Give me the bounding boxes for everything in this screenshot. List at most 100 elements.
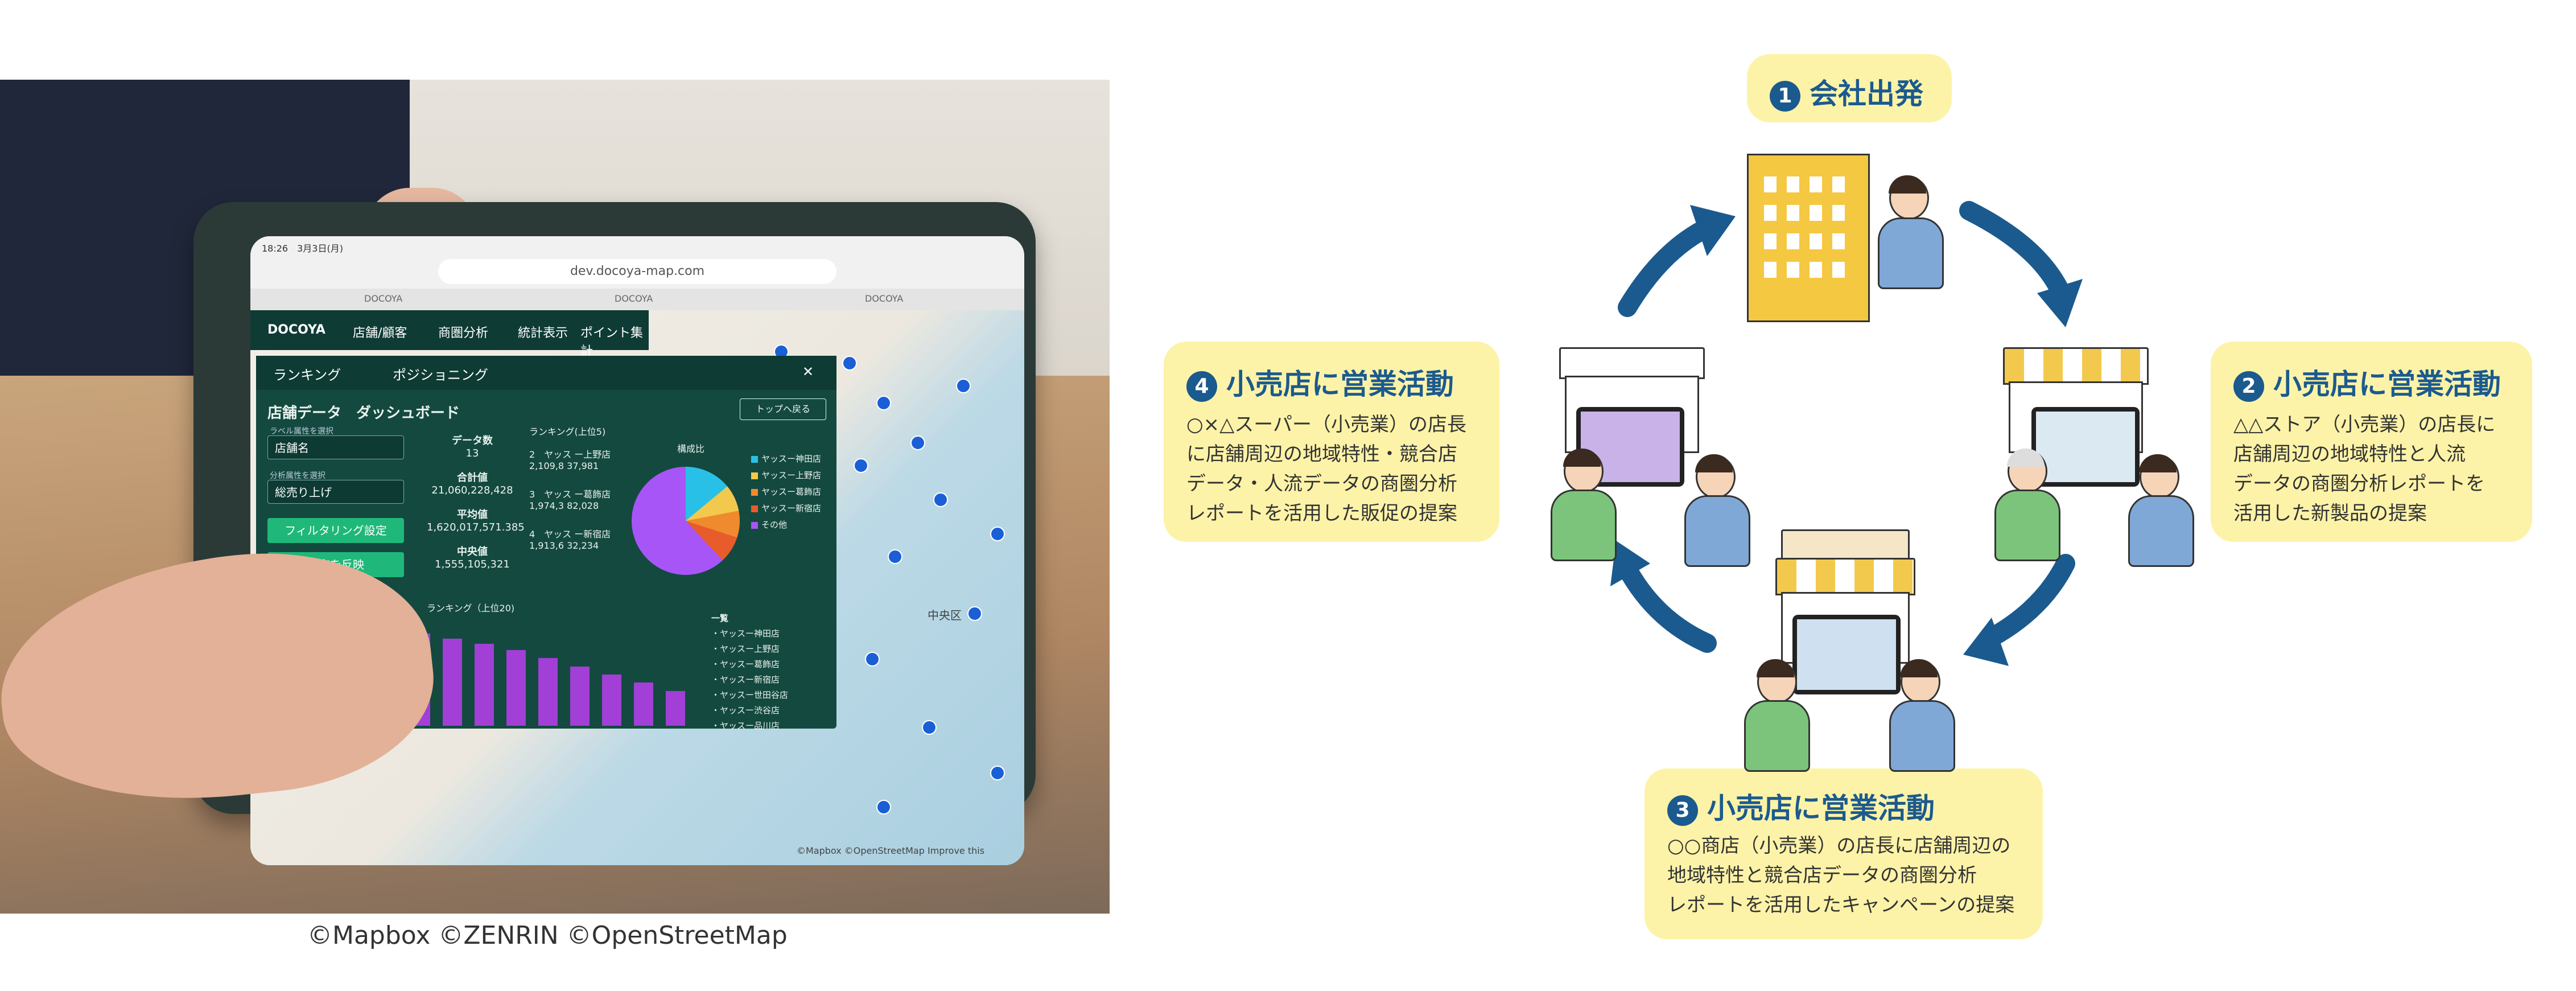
store-roof — [1559, 347, 1705, 379]
ranking-bar — [634, 682, 653, 726]
arrow-to-step4 — [1618, 560, 1717, 653]
composition-title: 構成比 — [677, 443, 705, 454]
tablet-icon — [1792, 615, 1901, 694]
legend-item: ヤッスー新宿店 — [751, 502, 836, 514]
legend-item: ヤッスー神田店 — [751, 453, 836, 464]
ranking-bar — [506, 650, 526, 726]
nav-statistics[interactable]: 統計表示 — [518, 326, 568, 340]
ranking-bar — [602, 675, 621, 726]
store2-illustration — [1992, 336, 2196, 567]
tab-positioning[interactable]: ポジショニング — [393, 367, 488, 383]
ranking-row: 2 ヤッス ー上野店 2,109,8 37,981 — [529, 449, 611, 471]
shop-manager — [1741, 659, 1810, 772]
status-time: 18:26 3月3日(月) — [262, 243, 343, 254]
tablet-screen: 18:26 3月3日(月) dev.docoya-map.com DOCOYA … — [250, 236, 1024, 865]
browser-tabs: DOCOYA DOCOYA DOCOYA — [250, 289, 1024, 310]
bar-chart-title: ランキング（上位20) — [427, 603, 515, 614]
ranking-bar — [443, 639, 462, 726]
store-roof — [1781, 529, 1910, 561]
salesman — [1872, 175, 1946, 324]
ranking-row: 3 ヤッス ー葛飾店 1,974,3 82,028 — [529, 489, 611, 511]
nav-stores[interactable]: 店舗/顧客 — [353, 326, 407, 340]
shop-manager — [1992, 449, 2060, 561]
list-item: ・ヤッスー神田店 — [711, 628, 780, 639]
store-awning — [1775, 558, 1915, 595]
back-to-top-button[interactable]: トップへ戻る — [740, 398, 826, 420]
step-number: 2 — [2233, 371, 2264, 402]
salesman — [1883, 659, 1957, 772]
step2-text: △△ストア（小売業）の店長に 店舗周辺の地域特性と人流 データの商圏分析レポート… — [2233, 413, 2496, 525]
legend-item: その他 — [751, 519, 836, 531]
store-list: 一覧 ・ヤッスー神田店 ・ヤッスー上野店 ・ヤッスー葛飾店 ・ヤッスー新宿店 ・… — [711, 612, 825, 735]
store-roof — [2003, 347, 2149, 385]
browser-tab[interactable]: DOCOYA — [615, 293, 653, 304]
label-attr-select[interactable]: 店舗名 — [267, 435, 404, 459]
salesman — [2122, 454, 2196, 567]
ranking-row: 4 ヤッス ー新宿店 1,913,6 32,234 — [529, 529, 611, 551]
salesman — [1679, 454, 1753, 567]
ranking-bar — [538, 658, 558, 726]
cycle-arrows — [1610, 201, 2083, 666]
app-navbar: DOCOYA 店舗/顧客 商圏分析 統計表示 ポイント集計 — [250, 310, 649, 359]
arrowhead — [1610, 541, 1650, 586]
arrow-to-step2 — [1959, 201, 2070, 300]
step-number: 4 — [1186, 371, 1217, 402]
tablet-icon — [2031, 407, 2140, 487]
filter-button[interactable]: フィルタリング設定 — [267, 518, 404, 543]
legend-item: ヤッスー葛飾店 — [751, 486, 836, 497]
panel-tabs: ランキング ポジショニング ✕ — [256, 356, 836, 390]
dashboard-title: 店舗データ ダッシュボード — [267, 405, 460, 422]
list-item: ・ヤッスー新宿店 — [711, 675, 780, 685]
arrow-to-start — [1618, 218, 1717, 317]
legend-item: ヤッスー上野店 — [751, 469, 836, 481]
arrowhead — [1963, 618, 2009, 666]
list-item: ・ヤッスー渋谷店 — [711, 705, 780, 716]
nav-points[interactable]: ポイント集計 — [580, 326, 644, 359]
photo-credit: ©Mapbox ©ZENRIN ©OpenStreetMap — [307, 921, 788, 950]
analysis-attr-select[interactable]: 総売り上げ — [267, 480, 404, 504]
close-icon[interactable]: ✕ — [802, 364, 814, 380]
list-item: ・ヤッスー上野店 — [711, 644, 780, 654]
tab-ranking[interactable]: ランキング — [273, 367, 341, 383]
shop-manager — [1548, 449, 1617, 561]
arrow-to-step3 — [1982, 554, 2075, 647]
analysis-attr-caption: 分析属性を選択 — [270, 471, 325, 480]
arrowhead — [2037, 279, 2083, 327]
ranking-top5: ランキング(上位5) 2 ヤッス ー上野店 2,109,8 37,981 3 ヤ… — [529, 424, 654, 595]
store3-illustration — [1730, 518, 1969, 772]
step3-text: ○○商店（小売業）の店長に店舗周辺の 地域特性と競合店データの商圏分析 レポート… — [1667, 834, 2015, 916]
browser-tab[interactable]: DOCOYA — [364, 293, 403, 304]
list-item: ・ヤッスー世田谷店 — [711, 690, 789, 700]
label-attr-caption: ラベル属性を選択 — [270, 427, 333, 436]
list-item: ・ヤッスー品川店 — [711, 721, 780, 731]
step-number: 3 — [1667, 795, 1698, 826]
map-attribution: ©Mapbox ©OpenStreetMap Improve this — [797, 845, 985, 856]
list-item: ・ヤッスー葛飾店 — [711, 659, 780, 669]
step4-text: ○×△スーパー（小売業）の店長 に店舗周辺の地域特性・競合店 データ・人流データ… — [1186, 413, 1466, 525]
map-label: 中央区 — [928, 608, 962, 622]
tablet-photo: 18:26 3月3日(月) dev.docoya-map.com DOCOYA … — [0, 80, 1110, 914]
arrowhead — [1690, 205, 1736, 256]
ranking-bar — [475, 644, 494, 726]
url-bar[interactable]: dev.docoya-map.com — [438, 259, 836, 284]
step-number: 1 — [1770, 80, 1800, 112]
store4-illustration — [1548, 336, 1753, 567]
pie-legend: ヤッスー神田店 ヤッスー上野店 ヤッスー葛飾店 ヤッスー新宿店 その他 — [751, 453, 836, 535]
composition-pie — [632, 467, 740, 575]
browser-tab[interactable]: DOCOYA — [865, 293, 904, 304]
nav-trade-area[interactable]: 商圏分析 — [438, 326, 489, 340]
ranking-bar — [666, 691, 685, 726]
office-illustration — [1741, 142, 1946, 330]
